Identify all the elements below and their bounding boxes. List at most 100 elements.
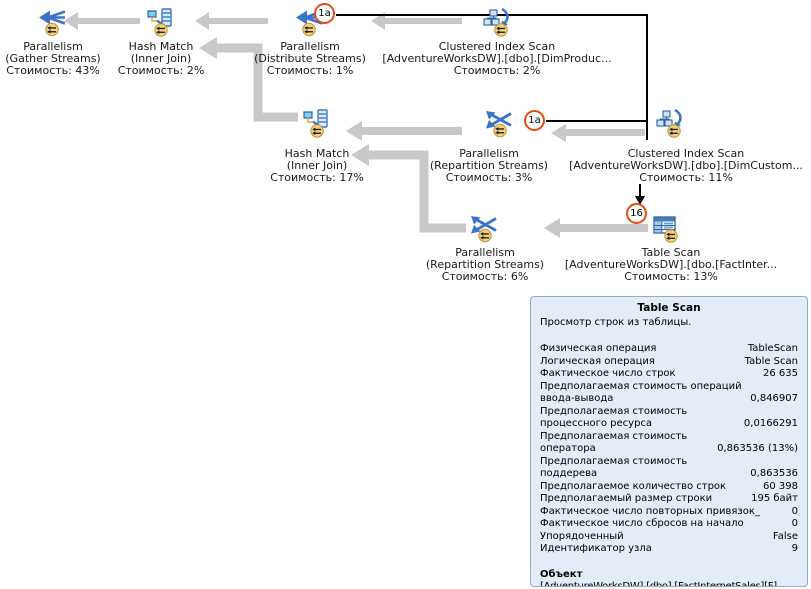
connector-label-1a-top: 1a — [314, 3, 335, 24]
node-title: Parallelism — [23, 40, 83, 53]
node-cost: Стоимость: 43% — [6, 64, 100, 77]
node-cost: Стоимость: 2% — [117, 64, 205, 77]
tooltip-title: Table Scan — [637, 302, 701, 314]
plan-node-parallelism-gather-streams[interactable]: Parallelism (Gather Streams) Стоимость: … — [0, 7, 183, 77]
node-cost: Стоимость: 13% — [624, 270, 718, 283]
annotation-arrowhead — [635, 196, 645, 205]
node-subtitle: (Repartition Streams) — [425, 258, 545, 271]
tooltip-row: Предполагаемая стоимость процессного рес… — [540, 406, 798, 431]
plan-arrow — [551, 124, 645, 142]
tooltip-row: Предполагаемая стоимость поддерева 0,863… — [540, 456, 798, 481]
tooltip-row: Фактическое число строк 26 635 — [540, 368, 798, 381]
tooltip-row: Предполагаемая стоимость оператора 0,863… — [540, 431, 798, 456]
tooltip-row: Логическая операция Table Scan — [540, 356, 798, 369]
tooltip-row-label: Логическая операция — [540, 355, 655, 367]
node-cost: Стоимость: 6% — [441, 270, 529, 283]
tooltip-row-value: 195 байт — [751, 493, 798, 504]
node-title: Parallelism — [459, 147, 519, 160]
tooltip-row: Идентификатор узла 9 — [540, 543, 798, 556]
annotation-connector-1a-top — [336, 14, 648, 140]
tooltip-row: Фактическое число сбросов на начало 0 — [540, 518, 798, 531]
node-subtitle: (Repartition Streams) — [429, 159, 549, 172]
node-subtitle: [AdventureWorksDW].[dbo].[DimProduc... — [382, 52, 612, 65]
tooltip-row-value: 0 — [791, 505, 798, 517]
tooltip-row-value: 0,846907 — [750, 393, 798, 404]
tooltip-row-label: Фактическое число сбросов на начало — [540, 518, 744, 529]
tooltip-row-value: 26 635 — [763, 368, 798, 379]
hash-match-icon — [302, 108, 332, 138]
tooltip-row: Фактическое число повторных привязок_ 0 — [540, 506, 798, 519]
plan-arrow — [195, 12, 268, 30]
tooltip-row-label: Предполагаемый размер строки — [540, 493, 713, 504]
plan-arrow — [351, 144, 466, 233]
hash-match-icon — [146, 7, 176, 37]
node-title: Parallelism — [280, 40, 340, 53]
tooltip-row-label: Фактическое число строк — [540, 368, 676, 379]
tooltip-row-value: 0,863536 — [750, 468, 798, 479]
tooltip-row-label: Предполагаемая стоимость операций ввода-… — [540, 380, 742, 405]
plan-node-hash-match-2[interactable]: Hash Match (Inner Join) Стоимость: 2% — [31, 7, 291, 77]
parallelism-repartition-streams-icon — [470, 213, 500, 243]
tooltip-row-label: Предполагаемая стоимость поддерева — [540, 455, 688, 480]
plan-node-parallelism-repartition-streams-3[interactable]: Parallelism (Repartition Streams) Стоимо… — [359, 108, 619, 184]
node-title: Hash Match — [128, 40, 194, 53]
node-title: Hash Match — [284, 147, 350, 160]
plan-node-parallelism-repartition-streams-6[interactable]: Parallelism (Repartition Streams) Стоимо… — [355, 213, 615, 283]
tooltip-row-value: TableScan — [747, 343, 798, 354]
tooltip-row: Предполагаемая стоимость операций ввода-… — [540, 381, 798, 406]
node-subtitle: (Inner Join) — [130, 52, 192, 65]
connector-label-16: 16 — [626, 203, 647, 224]
tooltip-row-label: Физическая операция — [540, 343, 657, 354]
parallelism-repartition-streams-icon — [485, 108, 515, 138]
tooltip-row: Физическая операция TableScan — [540, 343, 798, 356]
tooltip-row-label: Упорядоченный — [540, 530, 624, 542]
node-title: Parallelism — [455, 246, 515, 259]
tooltip-row-value: 9 — [791, 543, 798, 554]
plan-arrow — [544, 218, 648, 238]
plan-node-table-scan[interactable]: Table Scan [AdventureWorksDW].[dbo.[Fact… — [541, 213, 801, 283]
tooltip-row-value: 0,863536 (13%) — [717, 443, 798, 454]
tooltip-row-label: Предполагаемая стоимость оператора — [540, 430, 688, 455]
plan-node-hash-match-17[interactable]: Hash Match (Inner Join) Стоимость: 17% — [187, 108, 447, 184]
node-cost: Стоимость: 2% — [453, 64, 541, 77]
plan-arrow — [371, 12, 462, 30]
node-title: Clustered Index Scan — [627, 147, 745, 160]
node-title: Clustered Index Scan — [438, 40, 556, 53]
tooltip-row-label: Предполагаемая стоимость процессного рес… — [540, 405, 688, 430]
tooltip-row-label: Предполагаемое количество строк — [540, 480, 727, 492]
table-scan-icon — [651, 213, 681, 243]
tooltip-description: Просмотр строк из таблицы. — [540, 316, 692, 328]
operator-tooltip: Table Scan Просмотр строк из таблицы. Фи… — [530, 296, 808, 587]
clustered-index-scan-icon — [482, 7, 512, 37]
plan-arrow — [64, 12, 140, 30]
plan-node-clustered-index-scan-dimproduct[interactable]: Clustered Index Scan [AdventureWorksDW].… — [367, 7, 627, 77]
tooltip-row: Предполагаемый размер строки 195 байт — [540, 493, 798, 506]
clustered-index-scan-icon — [655, 108, 685, 138]
node-cost: Стоимость: 11% — [639, 171, 733, 184]
tooltip-row-value: 0,0166291 — [743, 418, 798, 429]
tooltip-row-value: False — [772, 530, 798, 542]
tooltip-row-value: 0 — [791, 518, 798, 529]
node-title: Table Scan — [641, 246, 701, 259]
node-subtitle: (Inner Join) — [286, 159, 348, 172]
plan-arrow — [199, 37, 298, 122]
tooltip-row-label: Идентификатор узла — [540, 543, 652, 554]
connector-label-1a-mid: 1a — [524, 110, 545, 131]
node-cost: Стоимость: 3% — [445, 171, 533, 184]
tooltip-object-heading: Объект — [540, 568, 583, 580]
plan-arrows — [64, 12, 648, 238]
tooltip-object-value: [AdventureWorksDW].[dbo].[FactInternetSa… — [540, 581, 777, 587]
node-subtitle: (Distribute Streams) — [254, 52, 366, 65]
plan-arrow — [346, 121, 462, 141]
node-cost: Стоимость: 17% — [270, 171, 364, 184]
tooltip-row: Упорядоченный False — [540, 531, 798, 544]
node-subtitle: [AdventureWorksDW].[dbo.[FactInter... — [564, 258, 778, 271]
node-subtitle: [AdventureWorksDW].[dbo].[DimCustom... — [569, 159, 803, 172]
node-subtitle: (Gather Streams) — [5, 52, 101, 65]
tooltip-row-label: Фактическое число повторных привязок_ — [540, 505, 760, 517]
plan-node-parallelism-distribute-streams[interactable]: Parallelism (Distribute Streams) Стоимос… — [180, 7, 440, 77]
annotation-lines — [336, 14, 648, 197]
plan-node-clustered-index-scan-dimcustomer[interactable]: Clustered Index Scan [AdventureWorksDW].… — [556, 108, 811, 184]
